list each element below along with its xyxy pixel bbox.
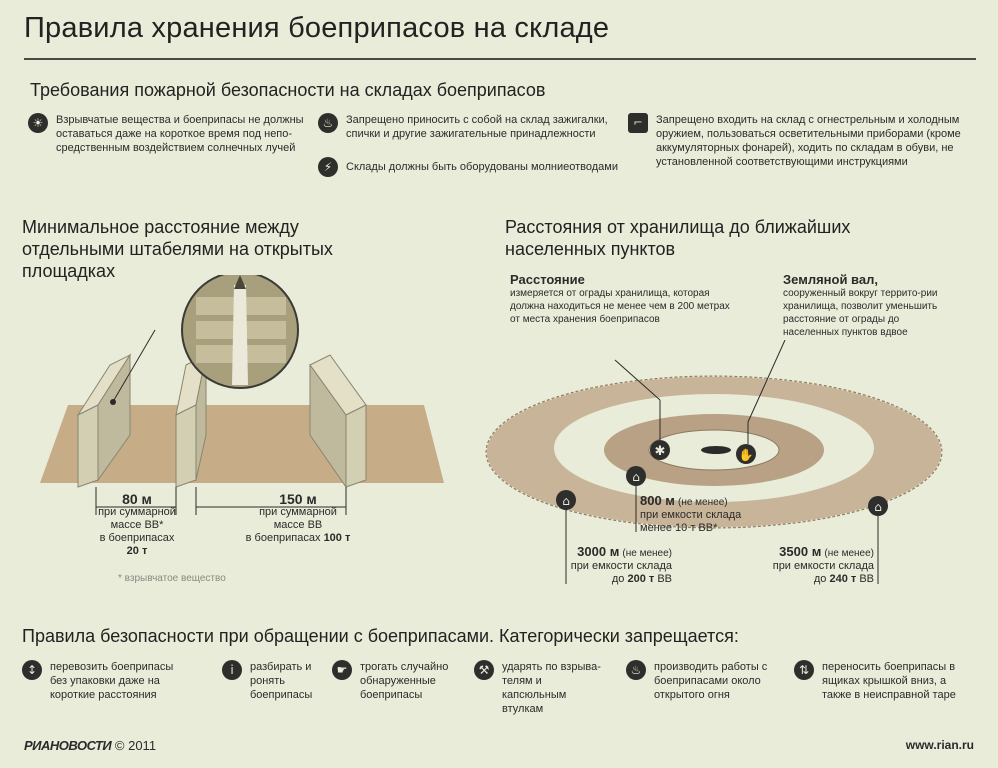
outer-zone-dashes [485,375,943,529]
earth-bank-explanation: Земляной вал, сооруженный вокруг террито… [783,272,938,338]
handling-rule-touch: ☛ трогать случайно обнаруженные боеприпа… [332,660,462,702]
middle-stack-front [175,404,197,488]
house-3500-icon [868,496,888,516]
hand-icon: ☛ [332,660,352,680]
hammer-icon: ⚒ [474,660,494,680]
shell-body [232,285,248,385]
footer-url[interactable]: www.rian.ru [905,738,974,752]
stacks-diagram [40,275,444,515]
rings-diagram: ✱ ✋ ⌂ ⌂ ⌂ [485,340,943,584]
fire-icon: ♨ [318,113,338,133]
fire-rule-lighters: ♨ Запрещено приносить с собой на склад з… [318,113,638,141]
no-carry-icon: ↕ [22,660,42,680]
house-3500-glyph: ⌂ [874,500,882,514]
storage-pit [701,446,731,454]
fire-safety-heading: Требования пожарной безопасности на скла… [30,80,546,100]
page-title: Правила хранения боеприпасов на складе [24,12,610,44]
explosive-marker-glyph: ✱ [655,444,666,459]
bank-leader [747,340,786,423]
copyright: © 2011 [114,738,157,753]
house-800-icon [626,466,646,486]
zoom-pointer [113,329,156,401]
distance-explanation: Расстояние измеряется от ограды хранилищ… [510,272,730,325]
min-distance-heading: Минимальное расстояние между отдельными … [22,217,333,281]
house-800-glyph: ⌂ [632,470,640,484]
shell-tip [234,275,246,289]
fire-rule-weapons: ⌐ Запрещено входить на склад с огнестрел… [628,113,978,169]
footer-credit: РИАНОВОСТИ © 2011 [24,738,156,753]
sun-icon: ☀ [28,113,48,133]
settlements-heading: Расстояния от хранилища до ближайших нас… [505,217,851,259]
distance-3500: 3500 м (не менее) при емкости склада до … [772,544,874,585]
distance-3000: 3000 м (не менее) при емкости склада до … [570,544,672,585]
house-3000-icon [556,490,576,510]
footnote: * взрывчатое вещество [118,573,226,584]
fire-rule-sun: ☀ Взрывчатые вещества и боеприпасы не до… [28,113,318,155]
handling-rule-transport: ↕ перевозить боеприпасы без упаковки даж… [22,660,192,702]
title-divider [24,58,976,60]
handling-rule-strike: ⚒ ударять по взрыва-телям и капсюльным в… [474,660,614,716]
fire-rule-lightning: ⚡ Склады должны быть оборудованы молниео… [318,157,638,177]
handling-rule-fire: ♨ производить работы с боеприпасами окол… [626,660,786,702]
gun-icon: ⌐ [628,113,648,133]
handling-rule-disassemble: i разбирать и ронять боеприпасы [222,660,332,702]
lightning-icon: ⚡ [318,157,338,177]
left-stack-front [77,404,99,488]
hand-marker-glyph: ✋ [739,448,754,462]
explosive-marker-icon [650,440,670,460]
handling-heading: Правила безопасности при обращении с бое… [22,626,739,646]
info-icon: i [222,660,242,680]
ria-logo: РИАНОВОСТИ [24,738,112,753]
arrows-icon: ⇅ [794,660,814,680]
zoom-pointer-dot [110,399,116,405]
handling-rule-upside-down: ⇅ переносить боеприпасы в ящиках крышкой… [794,660,984,702]
fire-icon: ♨ [626,660,646,680]
distance-800: 800 м (не менее) при емкости склада мене… [640,493,742,534]
house-3000-glyph: ⌂ [562,494,570,508]
stack-distance-150: 150 м при суммарной массе ВВ в боеприпас… [245,491,351,544]
right-stack-front [345,404,367,488]
stack-distance-80: 80 м при суммарной массе ВВ* в боеприпас… [98,491,176,557]
hand-marker-icon [736,444,756,464]
distance-leader [614,359,661,401]
